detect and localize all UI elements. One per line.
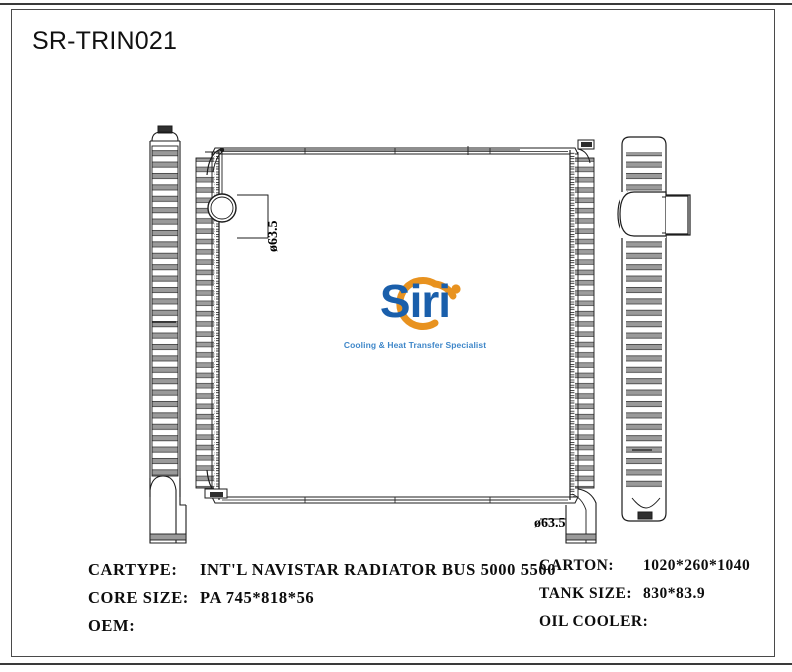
spec-key-core-size: CORE SIZE:	[88, 588, 189, 607]
logo-text: Siri	[379, 275, 451, 327]
bottom-rule	[0, 663, 792, 665]
spec-key-oem: OEM:	[88, 616, 136, 635]
spec-value-core-size: PA 745*818*56	[200, 588, 315, 607]
company-logo: Siri Cooling & Heat Transfer Specialist	[330, 272, 500, 367]
spec-block-right: CARTON:1020*260*1040 TANK SIZE:830*83.9 …	[539, 552, 750, 636]
spec-row-cartype: CARTYPE: INT'L NAVISTAR RADIATOR BUS 5000…	[88, 556, 556, 584]
logo-arc-icon	[396, 277, 461, 330]
logo-mark: Siri	[330, 272, 500, 334]
spec-key-cartype: CARTYPE:	[88, 560, 178, 579]
spec-row-carton: CARTON: 1020*260*1040	[539, 552, 750, 580]
spec-key-carton: CARTON:	[539, 557, 615, 574]
spec-row-oem: OEM:	[88, 612, 556, 640]
spec-value-cartype: INT'L NAVISTAR RADIATOR BUS 5000 5500	[200, 560, 557, 579]
spec-row-tank-size: TANK SIZE: 830*83.9	[539, 580, 750, 608]
page-frame	[11, 9, 775, 657]
spec-row-core-size: CORE SIZE: PA 745*818*56	[88, 584, 556, 612]
logo-tagline: Cooling & Heat Transfer Specialist	[343, 340, 487, 350]
inlet-diameter-label: ø63.5	[266, 220, 281, 253]
spec-key-oil-cooler: OIL COOLER:	[539, 613, 649, 630]
spec-block-left: CARTYPE: INT'L NAVISTAR RADIATOR BUS 5000…	[88, 556, 556, 640]
top-rule	[0, 3, 792, 5]
outlet-diameter-label: ø63.5	[534, 516, 566, 531]
spec-value-tank-size: 830*83.9	[643, 585, 706, 602]
page-title: SR-TRIN021	[32, 27, 178, 55]
spec-key-tank-size: TANK SIZE:	[539, 585, 632, 602]
spec-value-carton: 1020*260*1040	[643, 557, 751, 574]
spec-row-oil-cooler: OIL COOLER:	[539, 608, 750, 636]
